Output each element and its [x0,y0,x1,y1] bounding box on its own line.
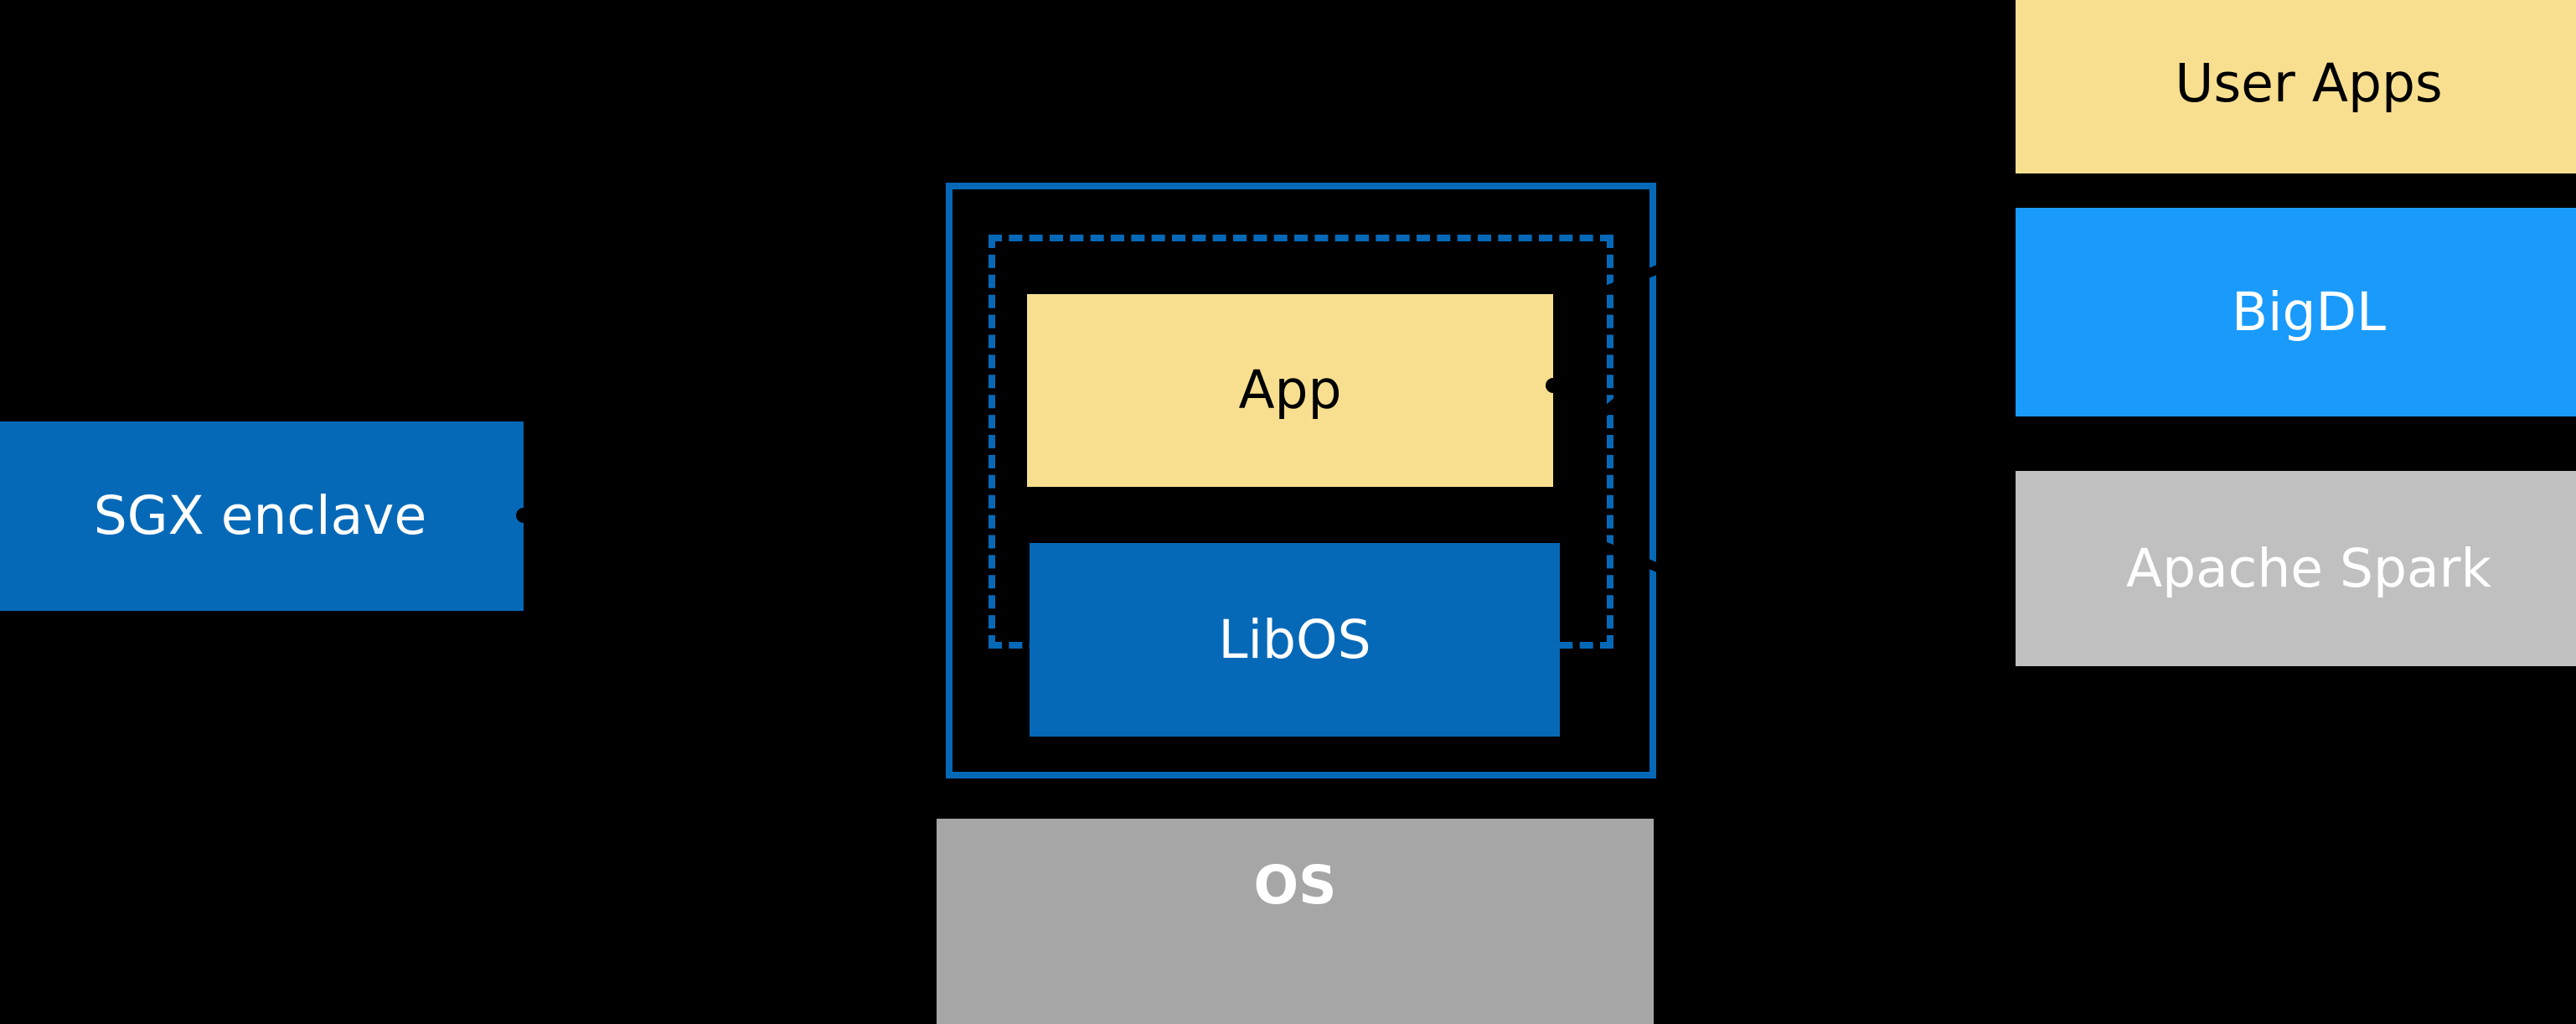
sgx-enclave-connector-arrowhead-icon [516,508,531,523]
os-label: OS [1253,855,1337,916]
user-apps-box[interactable]: User Apps [2016,0,2576,173]
bigdl-box[interactable]: BigDL [2016,208,2576,416]
bigdl-label: BigDL [2231,281,2387,343]
os-box[interactable]: OS [937,819,1654,1024]
libos-box[interactable]: LibOS [1030,543,1560,737]
apache-spark-box[interactable]: Apache Spark [2016,471,2576,666]
sgx-enclave-label: SGX enclave [93,485,427,547]
sgx-enclave-box[interactable]: SGX enclave [0,421,524,611]
apache-spark-label: Apache Spark [2125,537,2492,599]
app-label: App [1238,359,1342,421]
libos-label: LibOS [1218,608,1371,670]
app-connector-arrowhead-icon [1546,378,1561,393]
user-apps-label: User Apps [2175,52,2443,114]
app-box[interactable]: App [1027,294,1553,487]
enclave-boundary-solid-outline [946,183,1656,778]
